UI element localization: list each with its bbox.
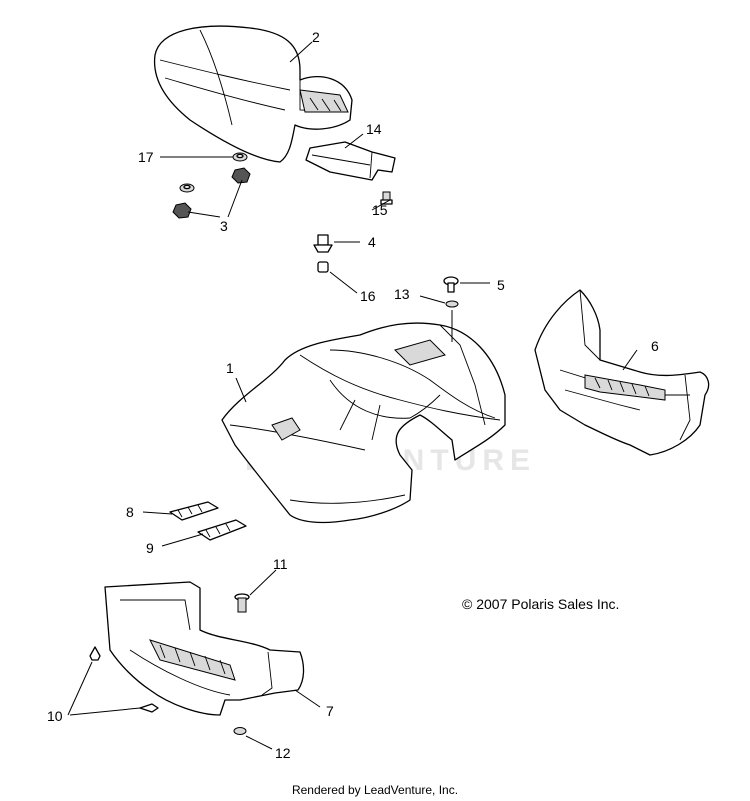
pin-part-4: [313, 234, 333, 253]
grommet-part-16: [317, 261, 329, 273]
fastener-part-10: [89, 646, 159, 713]
callout-6: 6: [651, 338, 659, 354]
callout-labels: 2 14 17 15 3 4 16 13 5 6 1 8 9 11 7 10 1…: [47, 29, 659, 761]
rendered-by-text: Rendered by LeadVenture, Inc.: [291, 783, 459, 797]
rear-fender-part: [221, 322, 506, 524]
callout-2: 2: [312, 29, 320, 45]
washer-part-17: [179, 152, 248, 193]
callout-13: 13: [394, 286, 410, 302]
copyright-text: © 2007 Polaris Sales Inc.: [462, 596, 620, 612]
callout-15: 15: [372, 202, 388, 218]
push-rivet-part-5: [443, 276, 459, 293]
callout-9: 9: [146, 540, 154, 556]
callout-11: 11: [273, 556, 288, 572]
washer-part-12: [233, 727, 247, 735]
screw-part-11: [234, 593, 250, 613]
left-footwell-part: [104, 581, 305, 716]
callout-7: 7: [326, 703, 334, 719]
seat-part: [153, 25, 353, 163]
callout-1: 1: [226, 360, 234, 376]
footrest-part-8: [169, 501, 219, 521]
callout-16: 16: [360, 288, 376, 304]
callout-8: 8: [126, 504, 134, 520]
leader-lines: [67, 41, 638, 750]
callout-14: 14: [366, 121, 382, 137]
right-footwell-part: [534, 289, 710, 456]
seat-latch-bracket-part: [305, 141, 396, 181]
washer-part-13: [445, 300, 459, 308]
callout-4: 4: [368, 234, 376, 250]
callout-5: 5: [497, 277, 505, 293]
nut-part-3: [172, 167, 251, 219]
callout-10: 10: [47, 708, 63, 724]
callout-3: 3: [220, 218, 228, 234]
callout-12: 12: [275, 745, 291, 761]
footrest-part-9: [197, 519, 247, 541]
callout-17: 17: [138, 149, 154, 165]
